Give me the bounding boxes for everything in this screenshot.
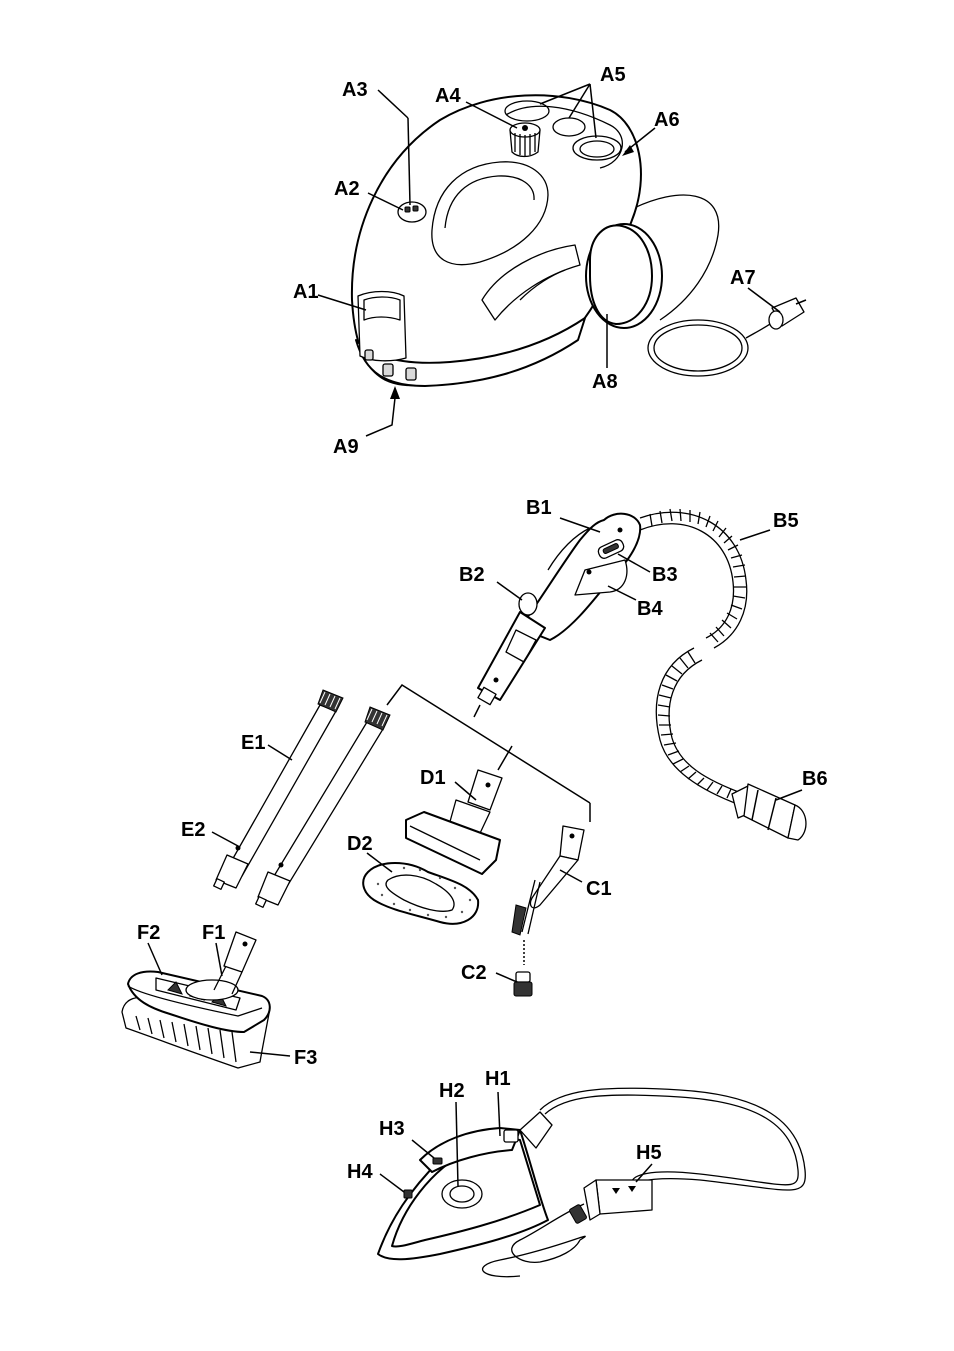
hand-unit-hose <box>477 508 807 841</box>
label-h4: H4 <box>347 1161 373 1183</box>
label-b4: B4 <box>637 598 663 620</box>
steam-iron <box>377 1087 806 1278</box>
e-leader-lines <box>211 744 293 847</box>
d-leader-lines <box>366 781 477 873</box>
label-e2: E2 <box>181 819 205 841</box>
label-c1: C1 <box>586 878 612 900</box>
trigger-housing <box>574 559 628 596</box>
detail-nozzle <box>511 825 585 965</box>
label-h3: H3 <box>379 1118 405 1140</box>
top-recess <box>431 161 549 266</box>
label-b2: B2 <box>459 564 485 586</box>
label-a9: A9 <box>333 436 359 458</box>
round-brush <box>513 971 533 997</box>
steam-cleaner-unit <box>350 94 807 387</box>
cord-coil <box>647 319 749 377</box>
child-lock <box>518 592 538 616</box>
iron-connector-box <box>583 1179 653 1221</box>
indicator-light <box>403 1189 413 1199</box>
label-d2: D2 <box>347 833 373 855</box>
label-a4: A4 <box>435 85 461 107</box>
extension-tube-2 <box>255 706 391 908</box>
label-h1: H1 <box>485 1068 511 1090</box>
handgrip-nozzle <box>477 611 546 701</box>
label-d1: D1 <box>420 767 446 789</box>
label-h2: H2 <box>439 1080 465 1102</box>
floor-head <box>121 931 271 1069</box>
label-b6: B6 <box>802 768 828 790</box>
label-a2: A2 <box>334 178 360 200</box>
power-cord <box>629 194 720 321</box>
label-b5: B5 <box>773 510 799 532</box>
label-e1: E1 <box>241 732 265 754</box>
accessory-bracket <box>386 683 591 822</box>
steam-switch <box>404 206 411 213</box>
label-a8: A8 <box>592 371 618 393</box>
label-f2: F2 <box>137 922 160 944</box>
safety-cap-knob <box>509 122 541 158</box>
cloth-cover <box>362 862 480 925</box>
label-c2: C2 <box>461 962 487 984</box>
part-labels: A3 A4 A5 A6 A2 A1 A7 A8 A9 B1 B5 B2 B3 B… <box>137 64 828 1183</box>
label-a6: A6 <box>654 109 680 131</box>
accessory-holder-2 <box>552 117 586 137</box>
indicator-lamp <box>412 205 419 212</box>
b-leader-lines <box>496 517 803 801</box>
temperature-dial <box>441 1179 483 1209</box>
c-leader-lines <box>495 869 583 983</box>
h-leader-lines <box>379 1091 653 1193</box>
control-panel <box>397 201 427 223</box>
extension-tube-1 <box>213 689 344 890</box>
label-a7: A7 <box>730 267 756 289</box>
label-h5: H5 <box>636 1142 662 1164</box>
label-b1: B1 <box>526 497 552 519</box>
power-plug <box>768 297 807 330</box>
f-leader-lines <box>147 942 291 1057</box>
label-f1: F1 <box>202 922 225 944</box>
label-a1: A1 <box>293 281 319 303</box>
hose-connector <box>731 783 807 841</box>
label-a3: A3 <box>342 79 368 101</box>
label-f3: F3 <box>294 1047 317 1069</box>
label-a5: A5 <box>600 64 626 86</box>
label-b3: B3 <box>652 564 678 586</box>
hand-nozzle <box>405 769 503 875</box>
a-leader-lines <box>317 83 781 437</box>
steam-button <box>432 1157 443 1165</box>
accessory-holder-1 <box>504 100 550 122</box>
